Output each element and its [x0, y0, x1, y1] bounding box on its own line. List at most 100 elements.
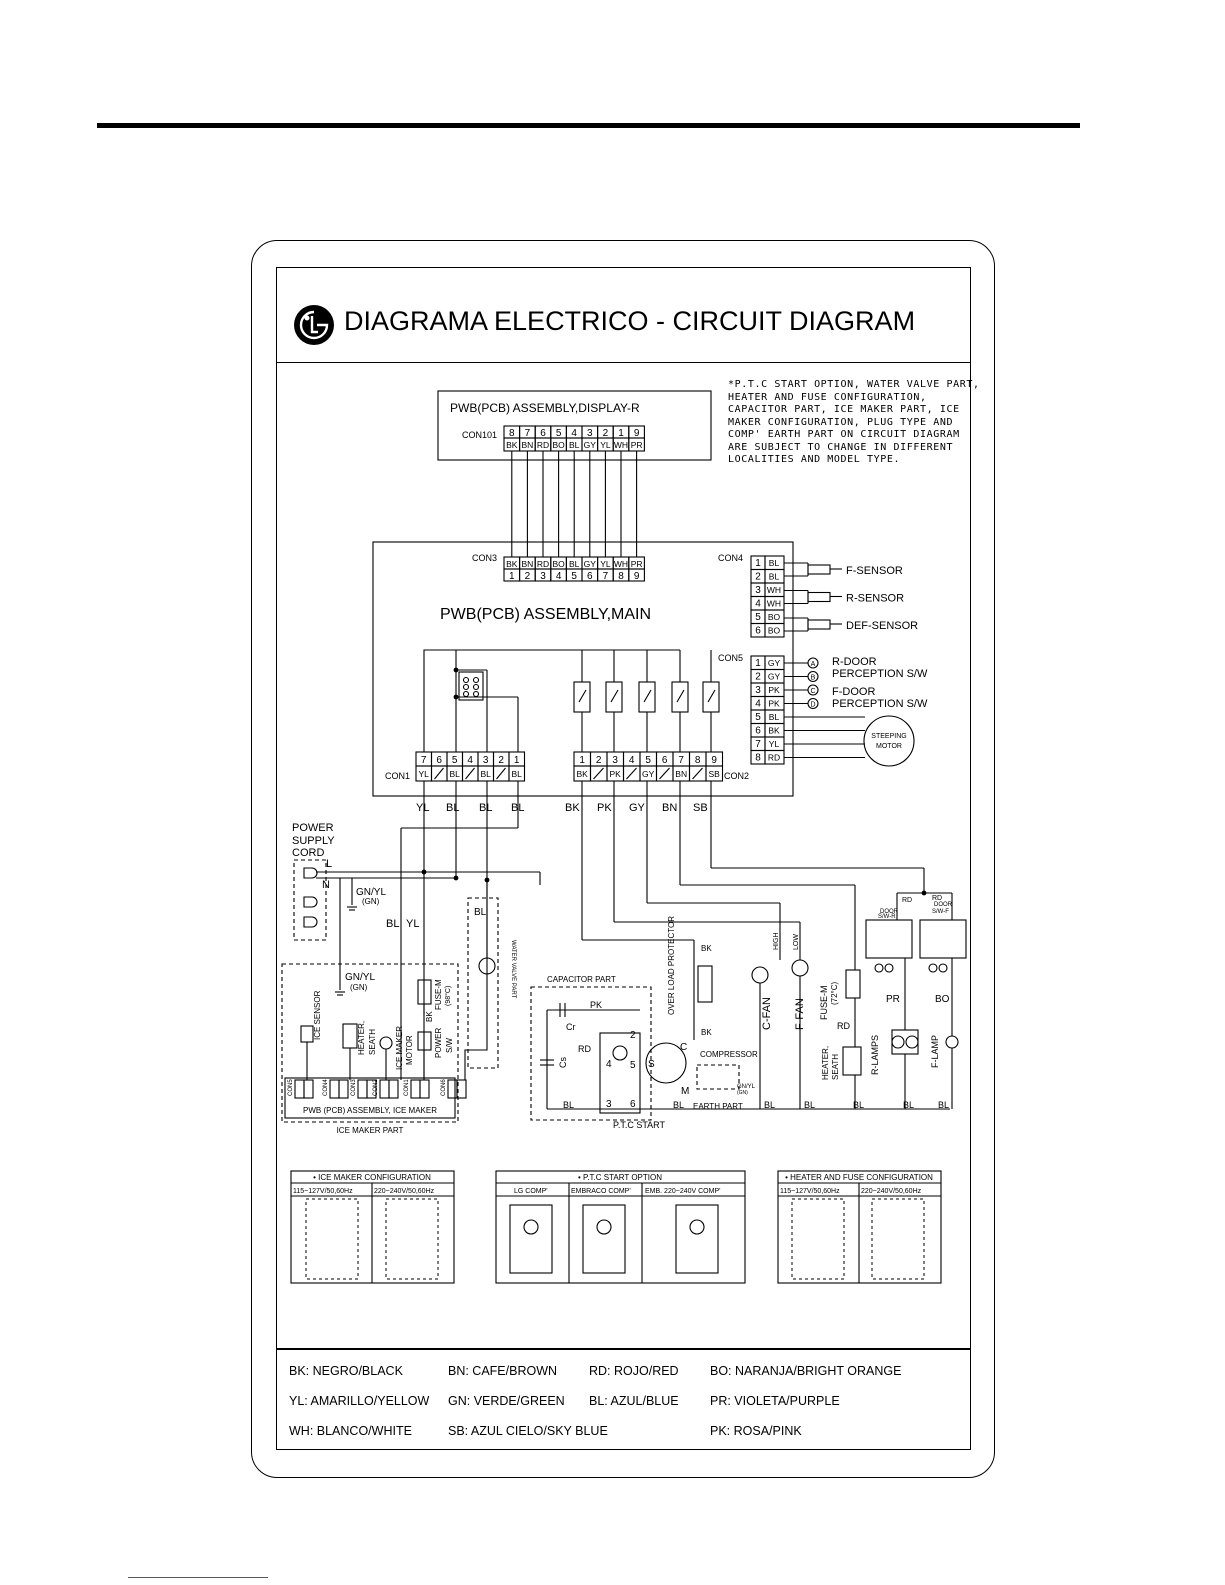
water-valve-label: WATER VALVE PART [510, 940, 516, 999]
con2-slash [626, 767, 637, 780]
con2-pin: 9 [711, 755, 717, 766]
con5-pin: 1 [755, 658, 761, 669]
heater-label: SEATH [831, 1054, 840, 1080]
comp-s: S [648, 1059, 655, 1070]
lead-label-right: PK [597, 802, 612, 814]
door-sw-label: DOOR [880, 909, 899, 915]
c-fan-motor [751, 966, 769, 984]
earth-part-box [696, 1064, 740, 1090]
config-heater-col2: 220~240V/50,60Hz [861, 1188, 922, 1195]
plug-prong-icon [303, 896, 318, 908]
ice-bk-label: BK [425, 1011, 434, 1022]
door-marker [884, 963, 894, 973]
con4-wire-cell [764, 622, 785, 638]
door-sw-label: S/W-F [932, 909, 949, 915]
con2-slash [593, 767, 604, 780]
comp-bl: BL [673, 1100, 684, 1110]
ptc-box [599, 1032, 641, 1114]
main-board-box [372, 541, 794, 797]
door-marker-label: C [810, 688, 815, 695]
con3-wire: BK [506, 559, 518, 569]
legend-item: GN: VERDE/GREEN [448, 1394, 565, 1408]
con101-wire: WH [614, 440, 628, 450]
heater-fuse-temp: (72°C) [830, 981, 839, 1005]
config-ptc-title: • P.T.C START OPTION [578, 1173, 662, 1182]
ice-con-pin [447, 1079, 458, 1099]
power-label: SUPPLY [292, 835, 335, 847]
ptc-option-thermistor [596, 1219, 612, 1235]
con2-slash [692, 767, 703, 780]
ptc-option-box [675, 1204, 719, 1274]
con3-pin-cell [628, 568, 645, 582]
power-sw-label: S/W [445, 1037, 454, 1053]
con1-wire: BL [480, 769, 491, 779]
door-sw-label: S/W-R [878, 914, 896, 920]
con1-wire: YL [418, 769, 429, 779]
ice-heater-body [342, 1023, 358, 1049]
con5-wire: PK [768, 685, 780, 695]
con3-pin: 9 [634, 571, 640, 582]
ptc-pin: 6 [630, 1099, 636, 1110]
overload-protector [697, 965, 713, 1003]
motor-label: STEEPING [871, 733, 906, 740]
con3-wire: BN [521, 559, 533, 569]
stepping-motor [863, 715, 915, 767]
config-ice-dash1 [305, 1198, 359, 1280]
config-heater-col1: 115~127V/50,60Hz [780, 1188, 840, 1195]
transformer-coil [472, 690, 480, 698]
legend-item: WH: BLANCO/WHITE [289, 1424, 412, 1438]
title-row [276, 267, 971, 363]
con2-pin: 1 [579, 755, 585, 766]
ptc-option-box [509, 1204, 553, 1274]
cap-rd: RD [578, 1044, 591, 1054]
config-ptc-col1: LG COMP' [514, 1188, 548, 1195]
con3-pin: 5 [571, 571, 577, 582]
f-lamp [945, 1035, 959, 1049]
con101-pin: 8 [509, 428, 515, 439]
f-door-label: F-DOOR [832, 686, 875, 698]
con101-wire: YL [600, 440, 611, 450]
f-lamp-label: F-LAMP [930, 1035, 940, 1068]
con1-pin: 1 [514, 755, 520, 766]
ice-con-pin [379, 1079, 390, 1099]
con5-wire: RD [768, 753, 780, 763]
con2-wire: SB [709, 769, 721, 779]
footer-link-underline[interactable] [128, 1577, 268, 1578]
con101-pin: 1 [618, 428, 624, 439]
ptc-option-box [582, 1204, 626, 1274]
ice-fuse-label: FUSE-M [434, 979, 443, 1010]
con101-pin: 7 [525, 428, 531, 439]
con4-wire: WH [767, 585, 781, 595]
sensor-body [807, 564, 831, 575]
gnyl-label: GN/YL [345, 972, 375, 983]
con101-wire: RD [537, 440, 549, 450]
con1-pin: 3 [483, 755, 489, 766]
con5-pin: 3 [755, 685, 761, 696]
lamp-pr: PR [886, 994, 900, 1005]
legend-item: BL: AZUL/BLUE [589, 1394, 679, 1408]
con4-pin: 5 [755, 612, 761, 623]
comp-bk: BK [701, 944, 712, 953]
door-marker [807, 670, 819, 683]
earth-gn: (GN) [737, 1090, 748, 1096]
con2-pin: 7 [678, 755, 684, 766]
comp-m: M [681, 1086, 689, 1097]
con2-pin: 5 [645, 755, 651, 766]
con5-wire: BL [769, 712, 780, 722]
junction-dot [453, 875, 459, 881]
fan-bl: BL [804, 1100, 815, 1110]
con3-pin: 2 [525, 571, 531, 582]
ice-con-pin [329, 1079, 340, 1099]
heater-fuse-label: FUSE-M [819, 986, 829, 1021]
con4-label: CON4 [718, 553, 743, 563]
config-ptc-col3: EMB. 220~240V COMP' [645, 1188, 720, 1195]
junction-dot [453, 667, 459, 673]
con2-pin: 6 [662, 755, 668, 766]
con2-pin: 3 [612, 755, 618, 766]
door-marker [807, 684, 819, 696]
con4-wire: BL [769, 572, 780, 582]
relay-contact [578, 689, 587, 703]
r-lamp [891, 1035, 905, 1049]
sensor-body [807, 591, 831, 603]
